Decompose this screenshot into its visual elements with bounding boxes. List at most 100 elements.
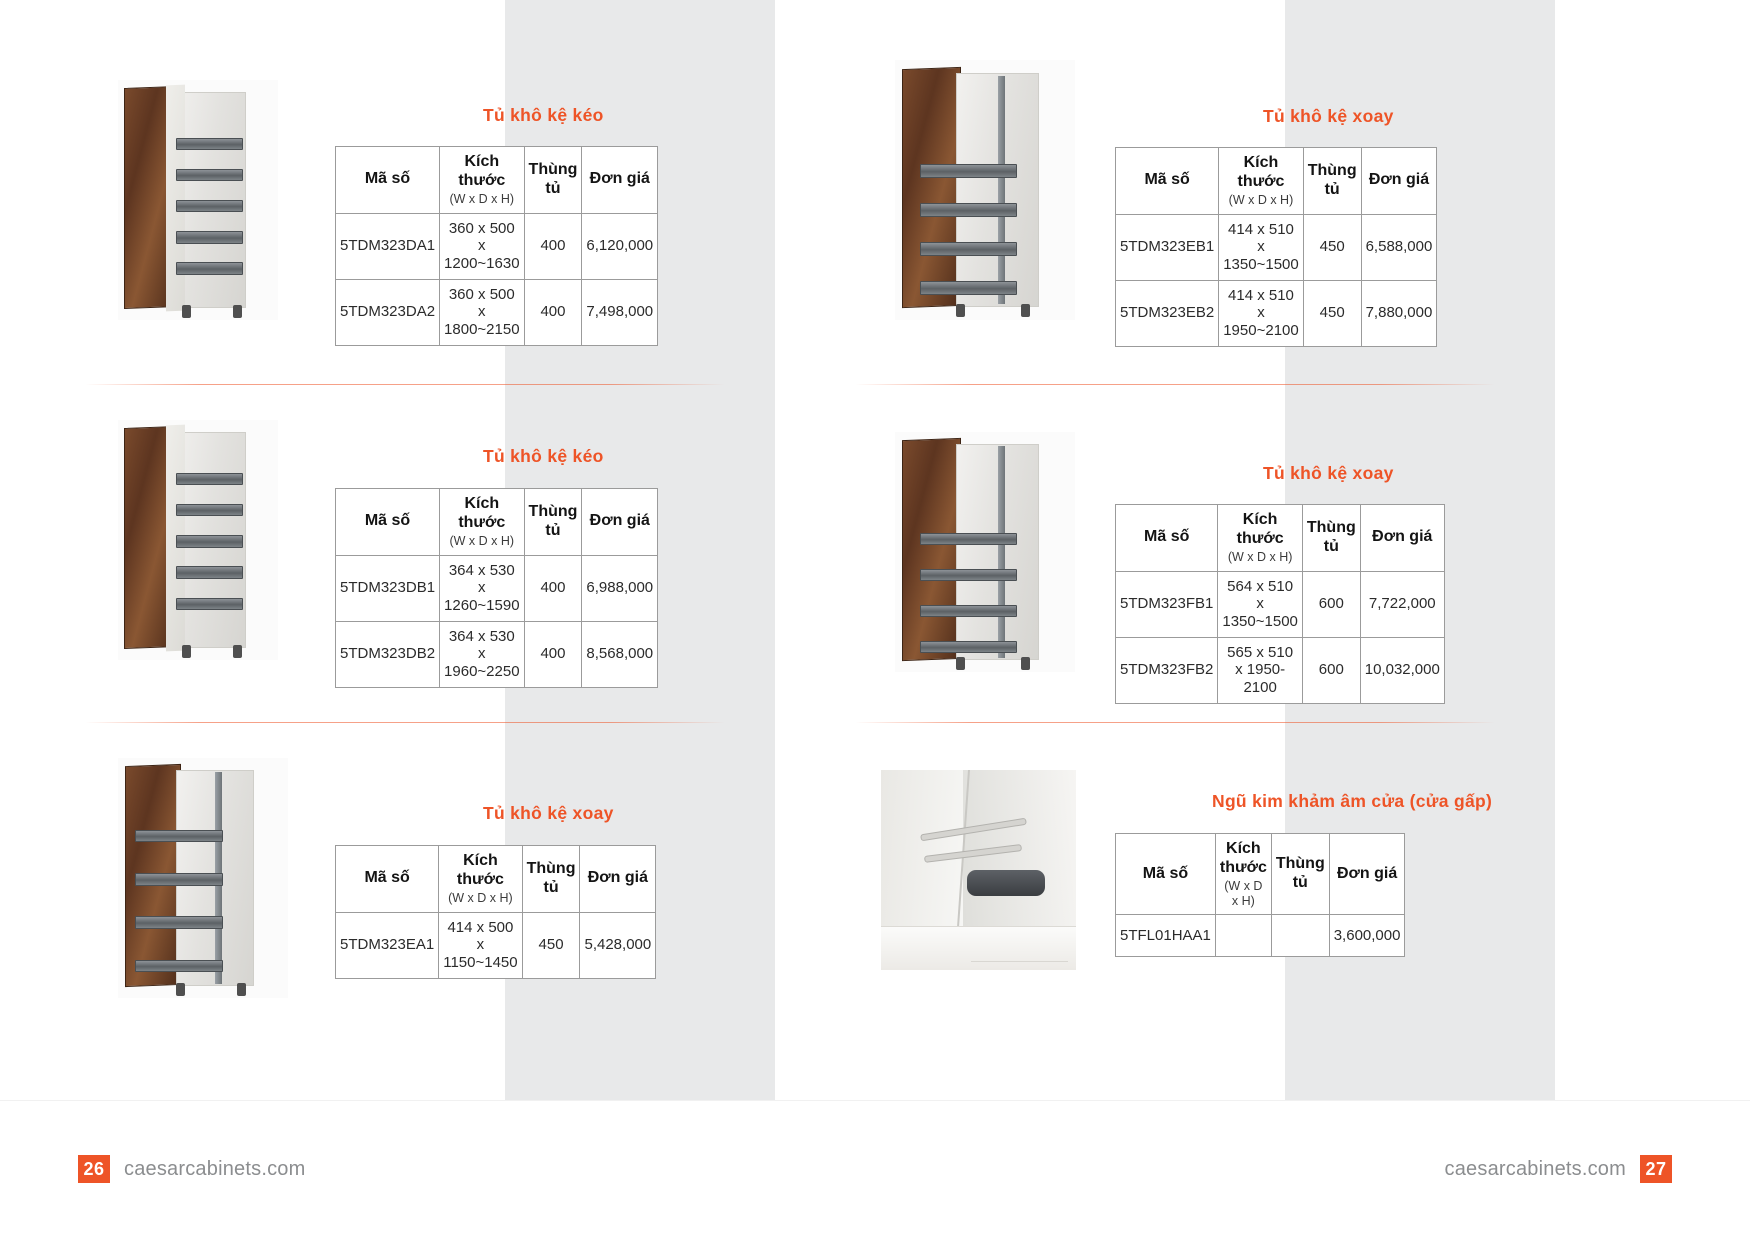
table-row: 5TDM323FB2 565 x 510 x 1950- 2100 600 10… [1114,636,1445,704]
cell-price: 7,498,000 [581,278,659,346]
cell-code: 5TDM323EA1 [334,911,440,979]
spec-table: Mã số Kích thước (W x D x H) Thùng tủ Đơ… [1115,832,1406,958]
spec-table: Mã số Kích thước (W x D x H) Thùng tủ Đơ… [334,146,659,346]
column-header-size: Kích thước (W x D x H) [439,488,525,556]
spec-table: Mã số Kích thước (W x D x H) Thùng tủ Đơ… [334,488,659,688]
cell-size-line2: x 1800~2150 [444,303,520,338]
section-divider [85,722,725,723]
spec-table: Mã số Kích thước (W x D x H) Thùng tủ Đơ… [334,845,657,979]
column-header-price: Đơn giá [1359,504,1445,572]
footer-left: 26 caesarcabinets.com [78,1155,305,1183]
column-header-size-sub: (W x D x H) [449,191,515,206]
cell-size: 360 x 500 x 1800~2150 [439,278,525,346]
pull-out-pantry-cabinet-photo [118,80,278,320]
cell-size: 360 x 500 x 1200~1630 [439,212,525,280]
column-header-price: Đơn giá [581,146,659,214]
cell-box: 600 [1301,570,1361,638]
cell-size-line2: x 1960~2250 [444,645,520,680]
cell-size-line2: x 1950- 2100 [1235,661,1286,696]
cell-size: 364 x 530 x 1960~2250 [439,620,525,688]
cell-size: 414 x 510 x 1950~2100 [1218,279,1304,347]
cell-size-line2: x 1950~2100 [1223,304,1299,339]
table-row: 5TDM323DB2 364 x 530 x 1960~2250 400 8,5… [334,620,659,688]
column-header-price: Đơn giá [581,488,659,556]
table-row: 5TDM323EA1 414 x 500 x 1150~1450 450 5,4… [334,911,657,979]
cell-size-line2: x 1150~1450 [443,936,518,971]
cell-price: 3,600,000 [1328,914,1406,958]
column-header-size: Kích thước (W x D x H) [438,845,523,913]
website-left[interactable]: caesarcabinets.com [124,1157,306,1180]
column-header-code: Mã số [1114,504,1219,572]
cell-size-line1: 564 x 510 [1227,577,1294,595]
footer-bar [0,1100,1750,1238]
column-header-size-main: Kích thước [458,153,506,189]
section-divider [855,722,1495,723]
cell-code: 5TDM323DA1 [334,212,441,280]
cell-size-line2: x 1350~1500 [1223,238,1299,273]
column-header-size-sub: (W x D x H) [448,890,513,905]
table-row: 5TDM323EB2 414 x 510 x 1950~2100 450 7,8… [1114,279,1438,347]
product-title: Tủ khô kệ kéo [483,105,604,125]
swivel-pantry-cabinet-photo [895,60,1075,320]
product-title: Ngũ kim khảm âm cửa (cửa gấp) [1212,791,1493,811]
column-header-price: Đơn giá [579,845,657,913]
column-header-size-main: Kích thước [458,495,506,531]
table-row: 5TDM323DA2 360 x 500 x 1800~2150 400 7,4… [334,278,659,346]
cell-price: 5,428,000 [579,911,657,979]
cell-box: 400 [523,278,583,346]
cell-box: 400 [523,212,583,280]
cell-box: 600 [1301,636,1361,704]
cell-size-line1: 364 x 530 [448,561,515,579]
table-row: 5TFL01HAA1 3,600,000 [1115,914,1406,958]
table-header-row: Mã số Kích thước (W x D x H) Thùng tủ Đơ… [1114,147,1438,215]
column-header-code: Mã số [1114,147,1220,215]
column-header-size-sub: (W x D x H) [1224,878,1263,908]
cell-price: 8,568,000 [581,620,659,688]
column-header-box: Thùng tủ [1270,832,1330,916]
cell-box: 400 [523,554,583,622]
column-header-size-main: Kích thước [456,852,504,888]
cell-box: 450 [521,911,581,979]
table-header-row: Mã số Kích thước (W x D x H) Thùng tủ Đơ… [1114,504,1445,572]
product-title: Tủ khô kệ xoay [1263,463,1394,483]
cell-size-line1: 364 x 530 [448,627,515,645]
section-divider [85,384,725,385]
cell-size-line2: x 1350~1500 [1222,595,1298,630]
column-header-size: Kích thước (W x D x H) [1218,147,1304,215]
cell-size-line1: 565 x 510 [1227,643,1294,661]
column-header-size-sub: (W x D x H) [1228,192,1294,207]
column-header-size-main: Kích thước [1236,511,1284,547]
cell-code: 5TDM323EB2 [1114,279,1220,347]
table-row: 5TDM323EB1 414 x 510 x 1350~1500 450 6,5… [1114,213,1438,281]
cell-code: 5TFL01HAA1 [1115,914,1216,958]
page-number-right: 27 [1640,1155,1672,1183]
column-header-box: Thùng tủ [521,845,581,913]
product-title: Tủ khô kệ xoay [1263,106,1394,126]
cell-size [1214,914,1272,958]
page-gutter [775,0,855,1100]
cell-size-line2: x 1260~1590 [444,579,520,614]
cell-box: 450 [1302,279,1362,347]
cell-code: 5TDM323DA2 [334,278,441,346]
cell-size: 364 x 530 x 1260~1590 [439,554,525,622]
table-header-row: Mã số Kích thước (W x D x H) Thùng tủ Đơ… [334,146,659,214]
cell-size-line1: 360 x 500 [448,219,515,237]
cell-price: 6,988,000 [581,554,659,622]
swivel-pantry-cabinet-photo [895,432,1075,672]
cell-size-line1: 414 x 500 [447,918,514,936]
table-row: 5TDM323FB1 564 x 510 x 1350~1500 600 7,7… [1114,570,1445,638]
cell-size: 565 x 510 x 1950- 2100 [1217,636,1303,704]
column-header-price: Đơn giá [1360,147,1438,215]
footer-right: 27 caesarcabinets.com [1445,1155,1672,1183]
column-header-box: Thùng tủ [1301,504,1361,572]
column-header-code: Mã số [334,488,441,556]
cell-box: 450 [1302,213,1362,281]
column-header-size-sub: (W x D x H) [1227,549,1293,564]
cell-code: 5TDM323FB2 [1114,636,1219,704]
cell-price: 7,880,000 [1360,279,1438,347]
section-divider [855,384,1495,385]
swivel-pantry-cabinet-photo [118,758,288,998]
website-right[interactable]: caesarcabinets.com [1444,1157,1626,1180]
cell-size: 564 x 510 x 1350~1500 [1217,570,1303,638]
